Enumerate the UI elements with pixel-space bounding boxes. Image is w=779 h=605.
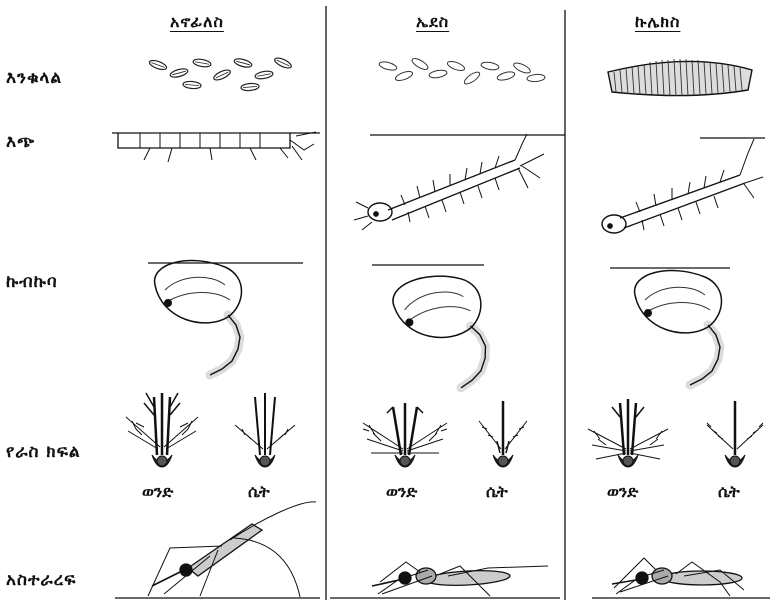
anopheles-pupa bbox=[155, 261, 242, 375]
culex-male-head bbox=[588, 399, 668, 467]
male-label: ወንድ bbox=[142, 482, 173, 502]
anopheles-larva bbox=[112, 132, 320, 162]
male-label: ወንድ bbox=[607, 482, 638, 502]
row-label-larva: እጭ bbox=[6, 132, 35, 152]
male-label: ወንድ bbox=[386, 482, 417, 502]
female-label: ሴት bbox=[718, 482, 740, 502]
row-label-eggs: እንቁላል bbox=[6, 68, 62, 88]
anopheles-eggs bbox=[148, 56, 292, 91]
row-label-resting-posture: አስተራረፍ bbox=[6, 570, 76, 590]
column-title-culex: ኩሌክስ bbox=[635, 12, 680, 32]
female-label: ሴት bbox=[486, 482, 508, 502]
anopheles-female-head bbox=[235, 393, 295, 467]
culex-pupa bbox=[635, 271, 722, 385]
aedes-eggs bbox=[378, 56, 545, 86]
culex-resting-posture bbox=[592, 558, 770, 598]
aedes-pupa bbox=[390, 270, 492, 395]
aedes-male-head bbox=[363, 403, 447, 467]
aedes-resting-posture bbox=[330, 562, 560, 598]
row-label-head: የራስ ክፍል bbox=[6, 442, 81, 462]
anopheles-resting-posture bbox=[115, 502, 320, 598]
culex-larva bbox=[602, 138, 765, 233]
row-label-pupa: ኩብኩባ bbox=[6, 272, 58, 292]
culex-female-head bbox=[707, 401, 763, 467]
column-title-aedes: ኤደስ bbox=[416, 12, 449, 32]
column-title-anopheles: አኖፊለስ bbox=[170, 12, 224, 32]
culex-egg-raft bbox=[608, 59, 752, 96]
aedes-female-head bbox=[479, 401, 527, 467]
female-label: ሴት bbox=[248, 482, 270, 502]
aedes-larva bbox=[354, 134, 565, 230]
anopheles-male-head bbox=[126, 393, 198, 467]
